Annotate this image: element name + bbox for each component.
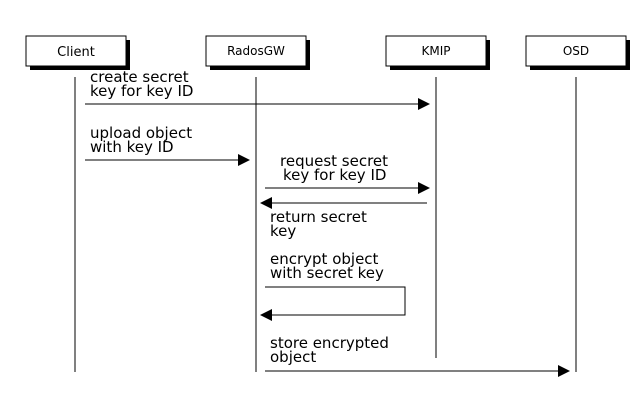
message-label-line: create secret <box>90 68 189 86</box>
message-store-encrypted-object: store encrypted object <box>265 334 570 377</box>
actor-kmip-label: KMIP <box>422 44 451 58</box>
actor-client-label: Client <box>57 45 95 60</box>
message-encrypt-object: encrypt object with secret key <box>260 250 406 321</box>
message-label-line: upload object <box>90 124 192 142</box>
message-label-line: with secret key <box>270 264 384 282</box>
message-upload-object: upload object with key ID <box>85 124 250 166</box>
message-create-secret-key: create secret key for key ID <box>85 68 430 110</box>
message-label-line: return secret <box>270 208 367 226</box>
arrowhead-right-icon <box>418 98 430 110</box>
message-arrow-line <box>265 286 406 316</box>
message-return-secret-key: return secret key <box>260 197 427 240</box>
message-label-line: key for key ID <box>283 166 386 184</box>
message-label-line: request secret <box>280 152 388 170</box>
actor-radosgw: RadosGW <box>205 35 310 70</box>
message-label-line: key <box>270 222 296 240</box>
message-label-line: object <box>270 348 316 366</box>
message-label-line: key for key ID <box>90 82 193 100</box>
message-label-line: store encrypted <box>270 334 389 352</box>
actor-radosgw-label: RadosGW <box>227 44 285 58</box>
arrowhead-right-icon <box>238 154 250 166</box>
actor-kmip: KMIP <box>385 35 490 70</box>
arrowhead-right-icon <box>418 182 430 194</box>
arrowhead-left-icon <box>260 309 272 321</box>
message-label-line: encrypt object <box>270 250 379 268</box>
arrowhead-right-icon <box>558 365 570 377</box>
arrowhead-left-icon <box>260 197 272 209</box>
message-request-secret-key: request secret key for key ID <box>265 152 430 194</box>
actor-osd: OSD <box>525 35 630 70</box>
message-label-line: with key ID <box>90 138 174 156</box>
actor-osd-label: OSD <box>563 44 589 58</box>
actor-client: Client <box>25 35 130 70</box>
